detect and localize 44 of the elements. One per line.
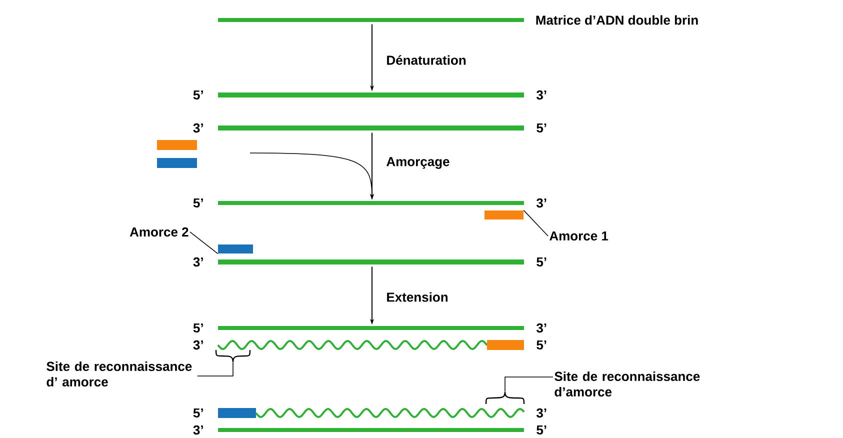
beside-text: Matrice d’ADN double brin [536,15,698,25]
strand-end-label: 5’ [193,323,203,333]
strand-end-label: 3’ [193,123,203,133]
curly-bracket [215,350,251,363]
leader-line [504,376,554,392]
leader-line [197,362,234,376]
strand-end-label: 3’ [536,323,546,333]
strand-end-label: 3’ [193,340,203,350]
strand-end-label: 5’ [193,198,203,208]
edge-label: Dénaturation [387,55,466,65]
curly-bracket [485,391,525,404]
label-text: Amorce 2 [130,227,188,237]
strand-end-label: 5’ [536,257,546,267]
edge-label: Extension [387,292,448,302]
strand-end-label: 5’ [536,340,546,350]
primer-bar [487,340,524,350]
primer-bar [157,140,197,150]
leader-line [523,210,548,236]
label-text: Amorce 1 [550,231,608,241]
strand-end-label: 5’ [193,408,203,418]
dna-strand [218,326,524,330]
strand-end-label: 3’ [536,408,546,418]
label-text: Site de reconnaissance d’ amorce [46,361,192,387]
primer-bar [218,408,256,418]
dna-strand [218,18,524,22]
wavy-strand [255,408,525,418]
strand-end-label: 3’ [536,90,546,100]
dna-strand [218,92,524,98]
label-text: Site de reconnaissance d’amorce [554,371,700,396]
wavy-strand [217,340,488,350]
strand-end-label: 5’ [536,123,546,133]
primer-bar [218,244,253,254]
edge-label: Amorçage [386,157,450,169]
strand-end-label: 3’ [193,257,203,267]
strand-end-label: 5’ [193,90,203,100]
dna-strand [218,260,524,264]
dna-strand [218,428,524,432]
dna-strand [218,201,524,205]
dna-strand [218,126,524,130]
strand-end-label: 3’ [193,425,203,435]
primer-bar [157,158,197,168]
strand-end-label: 5’ [536,425,546,435]
strand-end-label: 3’ [536,198,546,208]
primer-bar [484,210,524,220]
